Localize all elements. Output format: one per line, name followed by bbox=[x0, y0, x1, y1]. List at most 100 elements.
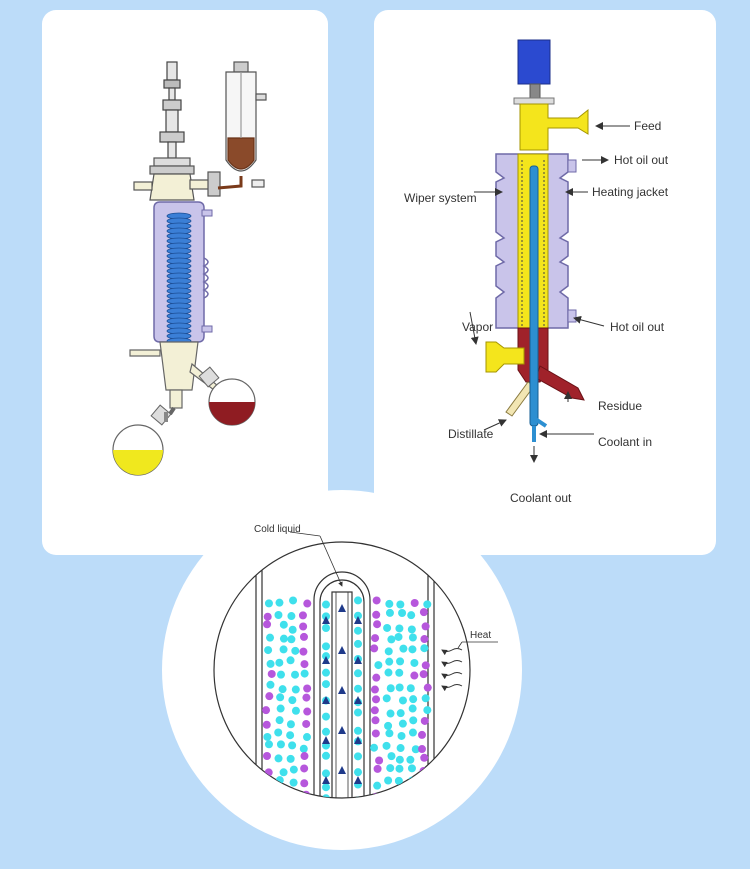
particle bbox=[275, 598, 284, 607]
particle bbox=[398, 696, 407, 705]
cold-trap bbox=[217, 61, 267, 190]
flow-arrows bbox=[322, 604, 362, 784]
particle bbox=[322, 769, 330, 778]
particle bbox=[407, 764, 416, 773]
evaporator-diagram: Feed Hot oil out Heating jacket Wiper sy… bbox=[404, 39, 669, 505]
flow-arrow-icon bbox=[322, 656, 330, 664]
particle bbox=[262, 752, 271, 761]
particle bbox=[423, 683, 432, 692]
particle bbox=[287, 612, 296, 621]
particle bbox=[275, 716, 284, 725]
flow-arrow-icon bbox=[322, 776, 330, 784]
particle bbox=[371, 716, 380, 725]
particle bbox=[406, 755, 415, 764]
particle bbox=[418, 730, 427, 739]
particle bbox=[396, 744, 405, 753]
particle bbox=[300, 660, 309, 669]
detail-magnifier: Cold liquid Heat bbox=[162, 490, 522, 850]
particle bbox=[300, 764, 309, 773]
particle bbox=[276, 704, 285, 713]
particle bbox=[375, 756, 384, 765]
particle bbox=[407, 611, 416, 620]
particle bbox=[322, 712, 330, 721]
label-feed: Feed bbox=[634, 119, 661, 133]
flow-arrow-icon bbox=[354, 776, 362, 784]
apparatus-card bbox=[42, 10, 328, 555]
particle bbox=[385, 729, 394, 738]
particle bbox=[410, 671, 419, 680]
particle bbox=[372, 695, 381, 704]
flow-arrow-icon bbox=[338, 766, 346, 774]
particle bbox=[302, 790, 311, 798]
label-vapor: Vapor bbox=[462, 320, 493, 334]
particle bbox=[289, 778, 298, 787]
particle bbox=[291, 706, 300, 715]
particle bbox=[394, 632, 403, 641]
particle bbox=[291, 803, 299, 811]
particle bbox=[354, 768, 362, 777]
particle bbox=[396, 709, 405, 718]
particle bbox=[371, 634, 380, 643]
flow-arrow-icon bbox=[354, 656, 362, 664]
stirrer-assembly bbox=[159, 61, 185, 159]
particle bbox=[322, 680, 330, 689]
particle bbox=[322, 751, 330, 760]
particle bbox=[264, 646, 273, 655]
label-cold-liquid: Cold liquid bbox=[254, 524, 301, 535]
particle bbox=[385, 599, 394, 608]
particle bbox=[288, 625, 297, 634]
particle bbox=[291, 646, 300, 655]
particle bbox=[286, 720, 295, 729]
particle bbox=[385, 793, 394, 798]
particle bbox=[262, 776, 271, 785]
detail-diagram: Cold liquid Heat bbox=[213, 524, 498, 811]
particle bbox=[266, 659, 275, 668]
particle bbox=[276, 740, 285, 749]
particle bbox=[354, 639, 362, 648]
particle bbox=[386, 709, 395, 718]
apparatus-illustration bbox=[112, 61, 267, 476]
particle bbox=[410, 790, 419, 798]
feed-inlet bbox=[519, 103, 589, 151]
particle bbox=[383, 803, 391, 811]
particle bbox=[263, 732, 272, 741]
particle bbox=[411, 745, 420, 754]
particle bbox=[422, 789, 431, 798]
particle bbox=[408, 633, 417, 642]
particle bbox=[397, 801, 405, 809]
particle bbox=[373, 764, 382, 773]
particle bbox=[384, 721, 393, 730]
particle bbox=[373, 803, 381, 811]
column-head bbox=[133, 157, 221, 201]
particle bbox=[395, 755, 404, 764]
particle bbox=[303, 707, 312, 716]
particle bbox=[418, 745, 427, 754]
flow-arrow-icon bbox=[354, 696, 362, 704]
particle bbox=[354, 726, 362, 735]
flow-arrow-icon bbox=[322, 736, 330, 744]
particle bbox=[291, 670, 300, 679]
particle bbox=[266, 633, 275, 642]
particle bbox=[302, 733, 311, 742]
particle bbox=[264, 599, 273, 608]
particle bbox=[300, 752, 309, 761]
particle bbox=[374, 661, 383, 670]
particle bbox=[406, 684, 415, 693]
particle bbox=[322, 668, 330, 677]
particle bbox=[421, 661, 430, 670]
particle bbox=[266, 680, 275, 689]
particle bbox=[419, 608, 428, 617]
particle bbox=[299, 632, 308, 641]
particle bbox=[370, 706, 379, 715]
particle bbox=[276, 670, 285, 679]
particle bbox=[302, 719, 311, 728]
label-coolant-in: Coolant in bbox=[598, 435, 652, 449]
particle bbox=[370, 644, 379, 653]
particle bbox=[409, 716, 418, 725]
particle bbox=[397, 731, 406, 740]
heat-waves bbox=[441, 648, 463, 692]
particle bbox=[354, 596, 362, 605]
particle bbox=[398, 719, 407, 728]
particle bbox=[286, 731, 295, 740]
particle bbox=[409, 695, 418, 704]
